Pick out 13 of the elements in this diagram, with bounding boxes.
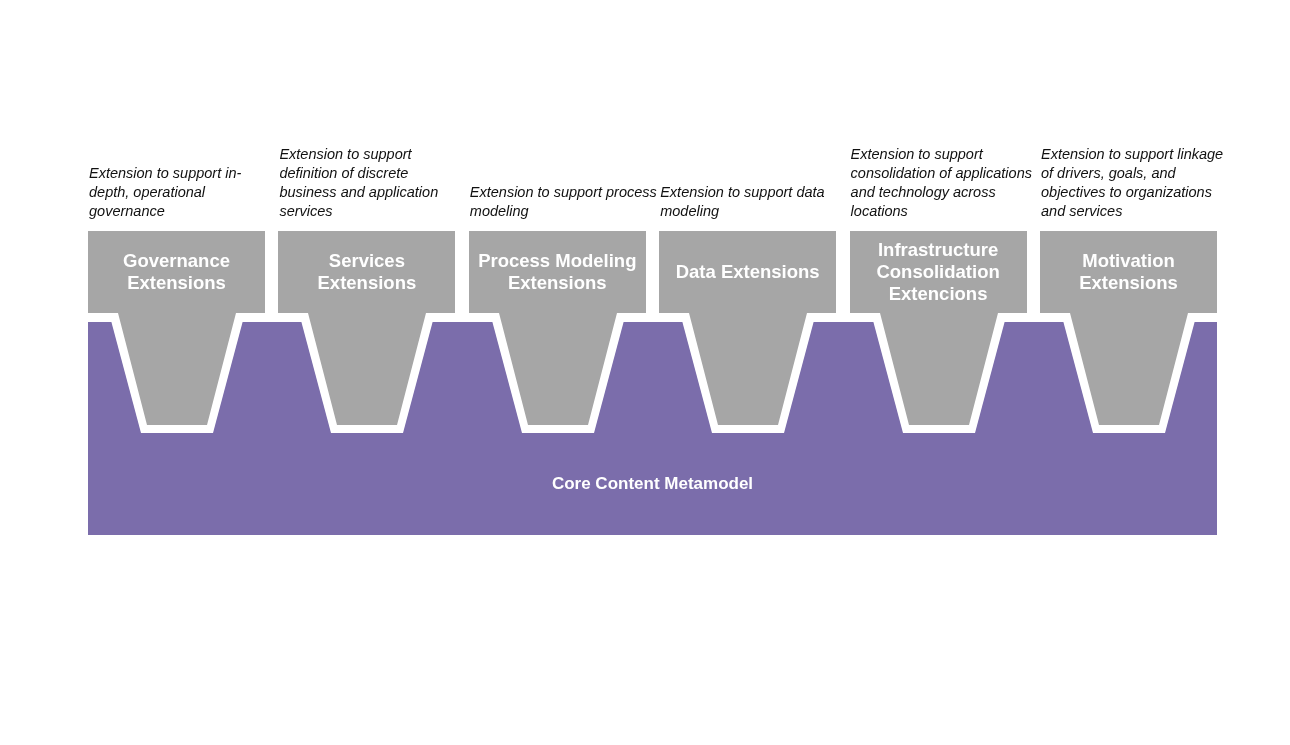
extension-description: Extension to support data modeling [660,183,826,221]
extension-title: Governance Extensions [122,250,231,294]
extension-title: Data Extensions [675,261,820,283]
extension-description: Extension to support definition of discrete business and application services [279,145,440,221]
extension-title: Motivation Extensions [1078,250,1179,294]
extension-description: Extension to support in-depth, operational governance [89,164,243,221]
extension-title: Process Modeling Extensions [477,250,638,294]
extension-description: Extension to support consolidation of applications and technology across locations [850,145,1033,221]
extension-title: Services Extensions [316,250,418,294]
extension-title: Infrastructure Consolidation Extencions [875,239,1001,305]
extension-description: Extension to support linkage of drivers, goals, and objectives to organizations and services [1041,145,1225,221]
extension-description: Extension to support process modeling [469,183,658,221]
band-label: Core Content Metamodel [550,474,755,494]
